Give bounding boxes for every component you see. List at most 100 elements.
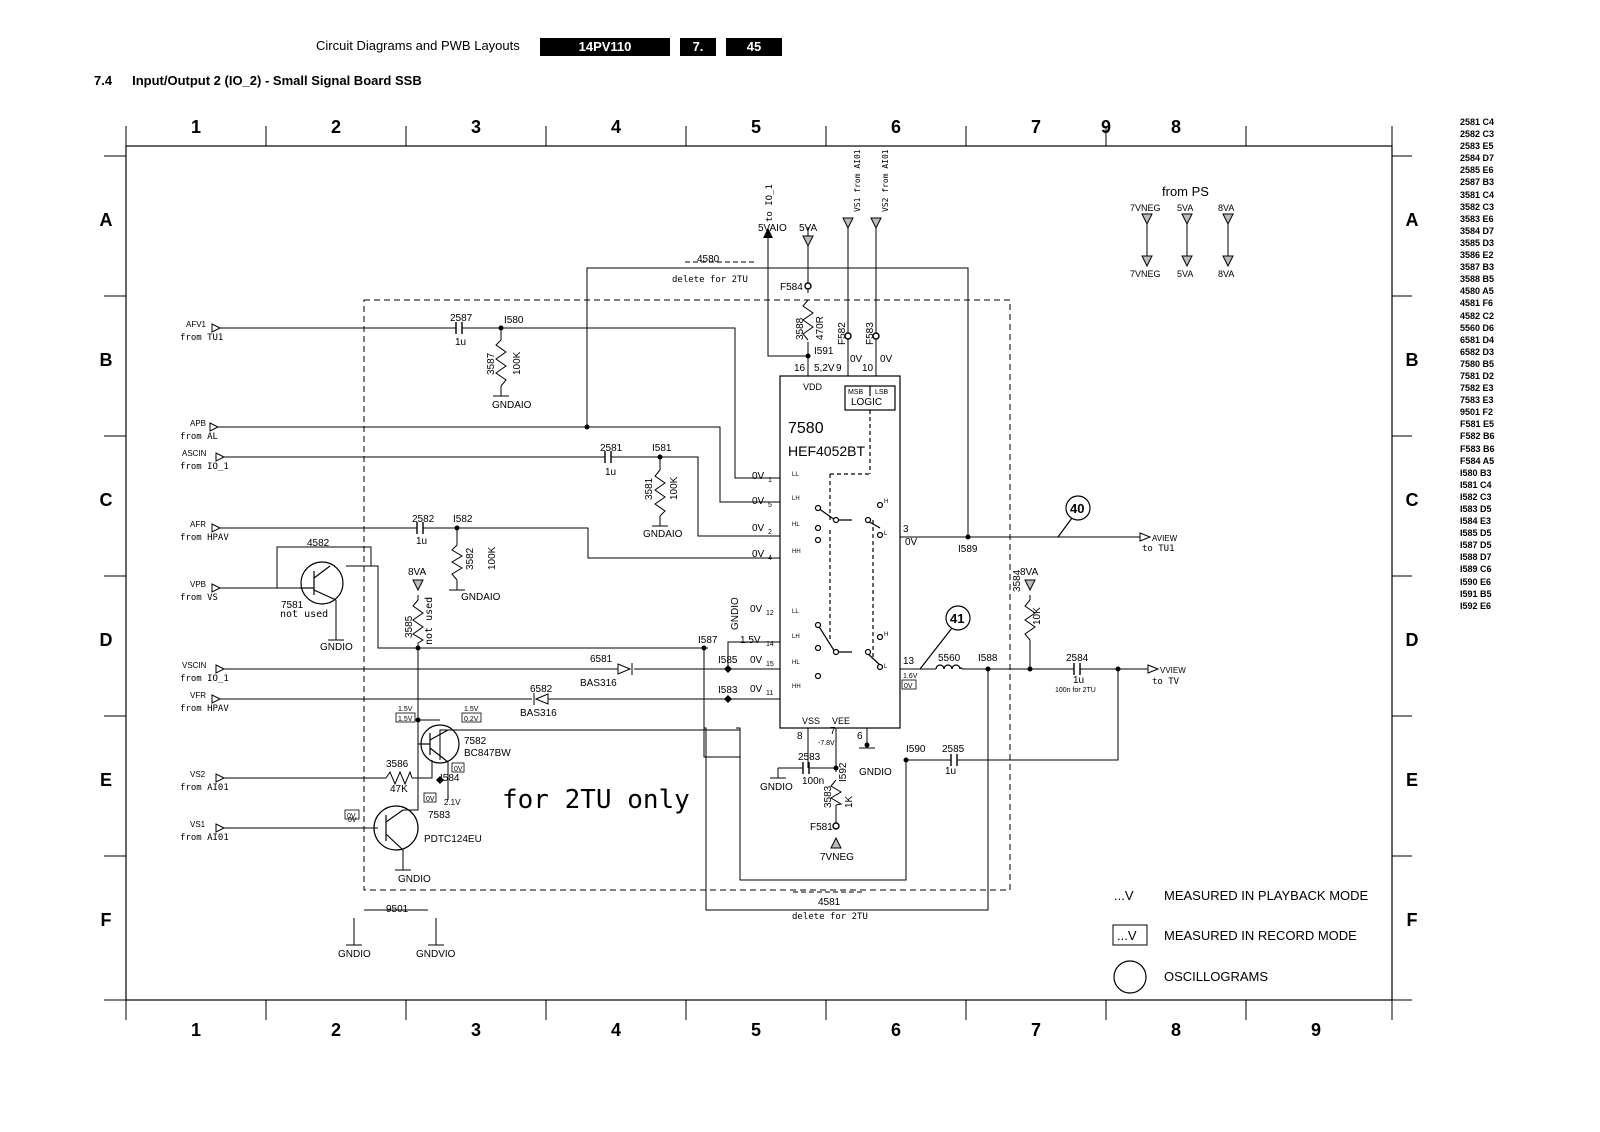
svg-text:9501: 9501 — [386, 904, 409, 915]
parts-index: 2581 C4 2582 C3 2583 E5 2584 D7 2585 E6 … — [1460, 117, 1495, 611]
svg-text:HH: HH — [792, 549, 801, 555]
ic-part: HEF4052BT — [788, 443, 865, 459]
svg-text:H: H — [884, 632, 888, 638]
gndio-1: GNDIO — [320, 642, 353, 653]
svg-text:I588: I588 — [978, 653, 998, 664]
svg-text:0V: 0V — [904, 683, 913, 690]
svg-text:6582: 6582 — [530, 684, 553, 695]
svg-text:12: 12 — [766, 610, 774, 617]
ps-title: from PS — [1162, 184, 1209, 199]
header-model: 14PV110 — [540, 38, 670, 56]
svg-text:7583: 7583 — [428, 810, 451, 821]
label-not-used-3585: not used — [424, 597, 435, 645]
gndio-5: GNDIO — [338, 949, 371, 960]
signal-from-al: from AL — [180, 432, 218, 442]
gndvio: GNDVIO — [416, 949, 456, 960]
grid-row-label: A — [1406, 210, 1419, 230]
signal-ascin: ASCIN — [182, 449, 207, 458]
grid-row-label: B — [100, 350, 113, 370]
legend-text-playback: MEASURED IN PLAYBACK MODE — [1164, 888, 1369, 903]
grid-col-label-bottom: 3 — [471, 1020, 481, 1040]
legend-sym-record: ...V — [1117, 928, 1137, 943]
svg-text:16: 16 — [794, 363, 806, 374]
svg-text:HL: HL — [792, 522, 800, 528]
label-8va-2: 8VA — [1020, 567, 1038, 578]
signal-apb: APB — [190, 419, 206, 428]
svg-text:13: 13 — [903, 656, 915, 667]
svg-text:0V: 0V — [752, 523, 765, 534]
svg-text:F584: F584 — [780, 282, 803, 293]
svg-text:0V: 0V — [752, 471, 765, 482]
signal-from-ai01: from AI01 — [180, 783, 229, 793]
svg-text:7581: 7581 — [281, 600, 304, 611]
svg-text:2587: 2587 — [450, 313, 473, 324]
svg-text:0V: 0V — [752, 549, 765, 560]
signal-afr: AFR — [190, 520, 206, 529]
grid-col-label-bottom: 5 — [751, 1020, 761, 1040]
svg-text:0V: 0V — [750, 684, 763, 695]
svg-text:1.6V: 1.6V — [903, 673, 918, 680]
signal-from-ai01b: from AI01 — [180, 833, 229, 843]
gndio-2: GNDIO — [398, 874, 431, 885]
svg-text:47K: 47K — [390, 784, 408, 795]
ps-rail-5va-bot: 5VA — [1177, 269, 1193, 279]
legend-text-record: MEASURED IN RECORD MODE — [1164, 928, 1357, 943]
svg-text:11: 11 — [766, 690, 773, 697]
ic-msb: MSB — [848, 389, 864, 396]
svg-text:I590: I590 — [906, 744, 926, 755]
grid-col-label-bottom: 7 — [1031, 1020, 1041, 1040]
osc-label-41: 41 — [950, 611, 964, 626]
svg-text:1.5V: 1.5V — [464, 706, 479, 713]
wires — [218, 214, 1229, 946]
for-2tu-only-label: for 2TU only — [502, 785, 690, 815]
svg-text:3582: 3582 — [465, 547, 476, 570]
grid-col-label-bottom: 8 — [1171, 1020, 1181, 1040]
signal-vpb: VPB — [190, 580, 206, 589]
grid-row-label: A — [100, 210, 113, 230]
grid-row-label: B — [1406, 350, 1419, 370]
svg-text:9: 9 — [836, 363, 842, 374]
ic-ref: 7580 — [788, 420, 824, 437]
supply-symbols — [412, 213, 1234, 849]
grid-frame — [125, 145, 1393, 1001]
header-page: 45 — [726, 38, 782, 56]
label-delete-2tu-2: delete for 2TU — [792, 912, 868, 922]
svg-text:H: H — [884, 499, 888, 505]
grid-row-label: C — [100, 490, 113, 510]
grid-row-label: D — [1406, 630, 1419, 650]
label-8va-1: 8VA — [408, 567, 426, 578]
grid-col-label-bottom: 6 — [891, 1020, 901, 1040]
osc-label-40: 40 — [1070, 501, 1084, 516]
legend: ...V MEASURED IN PLAYBACK MODE ...V MEAS… — [1112, 888, 1369, 994]
svg-text:I587: I587 — [698, 635, 718, 646]
svg-text:0V: 0V — [880, 354, 893, 365]
capacitors — [416, 322, 1081, 774]
grid-row-label: F — [1407, 910, 1418, 930]
svg-text:2582: 2582 — [412, 514, 435, 525]
svg-text:0V: 0V — [750, 604, 763, 615]
label-bas316-1: BAS316 — [580, 678, 617, 689]
signal-to-io1: to IO_1 — [765, 184, 775, 222]
svg-text:7: 7 — [830, 726, 836, 737]
grid-col-label-top: 2 — [331, 117, 341, 137]
signal-to-tu1: to TU1 — [1142, 544, 1175, 554]
svg-text:I589: I589 — [958, 544, 978, 555]
grid-col-label-top: 8 — [1171, 117, 1181, 137]
ic-lsb: LSB — [875, 389, 889, 396]
coil-5560 — [935, 664, 963, 670]
svg-text:3584: 3584 — [1012, 569, 1023, 592]
ps-rail-8va-top: 8VA — [1218, 203, 1234, 213]
ic-vdd: VDD — [803, 382, 823, 392]
svg-text:1.5V: 1.5V — [398, 706, 413, 713]
svg-text:6: 6 — [857, 731, 863, 742]
diodes — [533, 663, 633, 705]
svg-text:GNDIO: GNDIO — [730, 597, 741, 630]
grid-row-label: E — [1406, 770, 1418, 790]
gndaio-2: GNDAIO — [643, 529, 683, 540]
svg-text:3583: 3583 — [823, 785, 834, 808]
svg-text:0.2V: 0.2V — [464, 716, 479, 723]
svg-text:4580: 4580 — [697, 254, 720, 265]
svg-text:1.5V: 1.5V — [740, 635, 761, 646]
